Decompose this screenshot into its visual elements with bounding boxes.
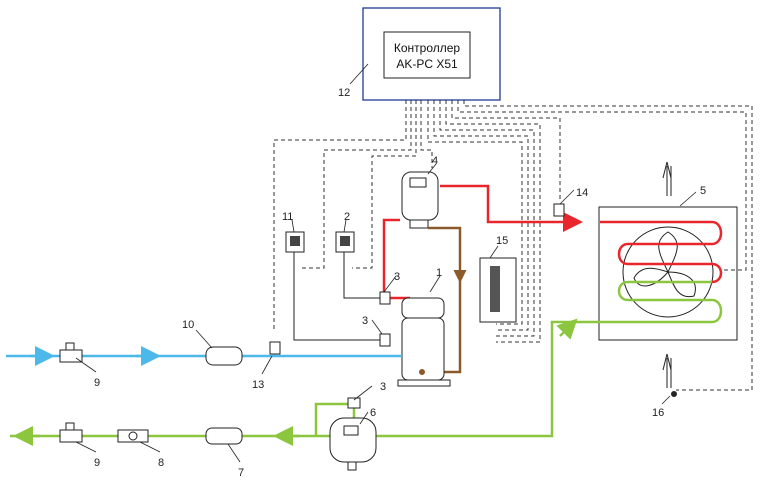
control-wiring: [273, 100, 753, 391]
controller-label: Контроллер AK-PC X51: [384, 40, 470, 72]
compressor: [397, 297, 451, 387]
label-5: 5: [700, 185, 706, 197]
filter-drier-7: [205, 427, 243, 445]
label-3-suction: 3: [362, 315, 368, 327]
label-8: 8: [158, 457, 164, 469]
condenser-frame: [598, 206, 738, 341]
label-6: 6: [370, 407, 376, 419]
label-7: 7: [238, 467, 244, 479]
controller-label-box: [383, 31, 471, 79]
frequency-converter: [479, 257, 517, 323]
label-4: 4: [432, 155, 438, 167]
pressure-sensor-14: [553, 203, 565, 217]
receiver-6: [329, 417, 377, 471]
discharge-line-compressor: [382, 218, 410, 300]
condenser-fan: [622, 226, 714, 318]
label-2: 2: [344, 211, 350, 223]
suction-filter-10: [205, 346, 243, 366]
condenser-coil-red: [600, 220, 723, 284]
pressure-switch-2: [335, 231, 355, 253]
label-1: 1: [436, 267, 442, 279]
temp-sensor-16: [671, 391, 677, 397]
pressure-sensor-13: [269, 341, 281, 355]
oil-flow-arrow: [453, 269, 467, 284]
label-13: 13: [252, 379, 264, 391]
oil-separator: [401, 171, 439, 229]
liquid-arrow-in: [556, 318, 578, 340]
pressure-switch-11: [285, 231, 305, 253]
label-12: 12: [338, 87, 350, 99]
airflow-arrows: [662, 161, 672, 388]
receiver-bypass: [314, 402, 356, 436]
service-valve-3-suction: [379, 333, 391, 347]
service-valve-3-receiver: [347, 397, 361, 409]
sight-glass-8: [117, 429, 149, 443]
label-9-liquid: 9: [94, 457, 100, 469]
label-16: 16: [652, 407, 664, 419]
controller-model: AK-PC X51: [396, 57, 458, 71]
leader-lines: [75, 63, 697, 463]
shutoff-valve-9-suction: [59, 342, 83, 363]
controller-name: Контроллер: [393, 41, 461, 55]
service-valve-3-discharge: [379, 291, 391, 305]
discharge-line: [440, 184, 583, 232]
controller-frame: [362, 7, 501, 101]
pressure-switch-pipes: [293, 252, 384, 341]
label-14: 14: [576, 187, 588, 199]
shutoff-valve-9-liquid: [59, 422, 83, 443]
label-10: 10: [182, 319, 194, 331]
label-9-suction: 9: [94, 377, 100, 389]
label-11: 11: [282, 211, 293, 223]
label-3-discharge: 3: [394, 271, 400, 283]
label-3-receiver: 3: [380, 381, 386, 393]
condenser-coil-green: [578, 280, 723, 324]
label-15: 15: [496, 235, 508, 247]
